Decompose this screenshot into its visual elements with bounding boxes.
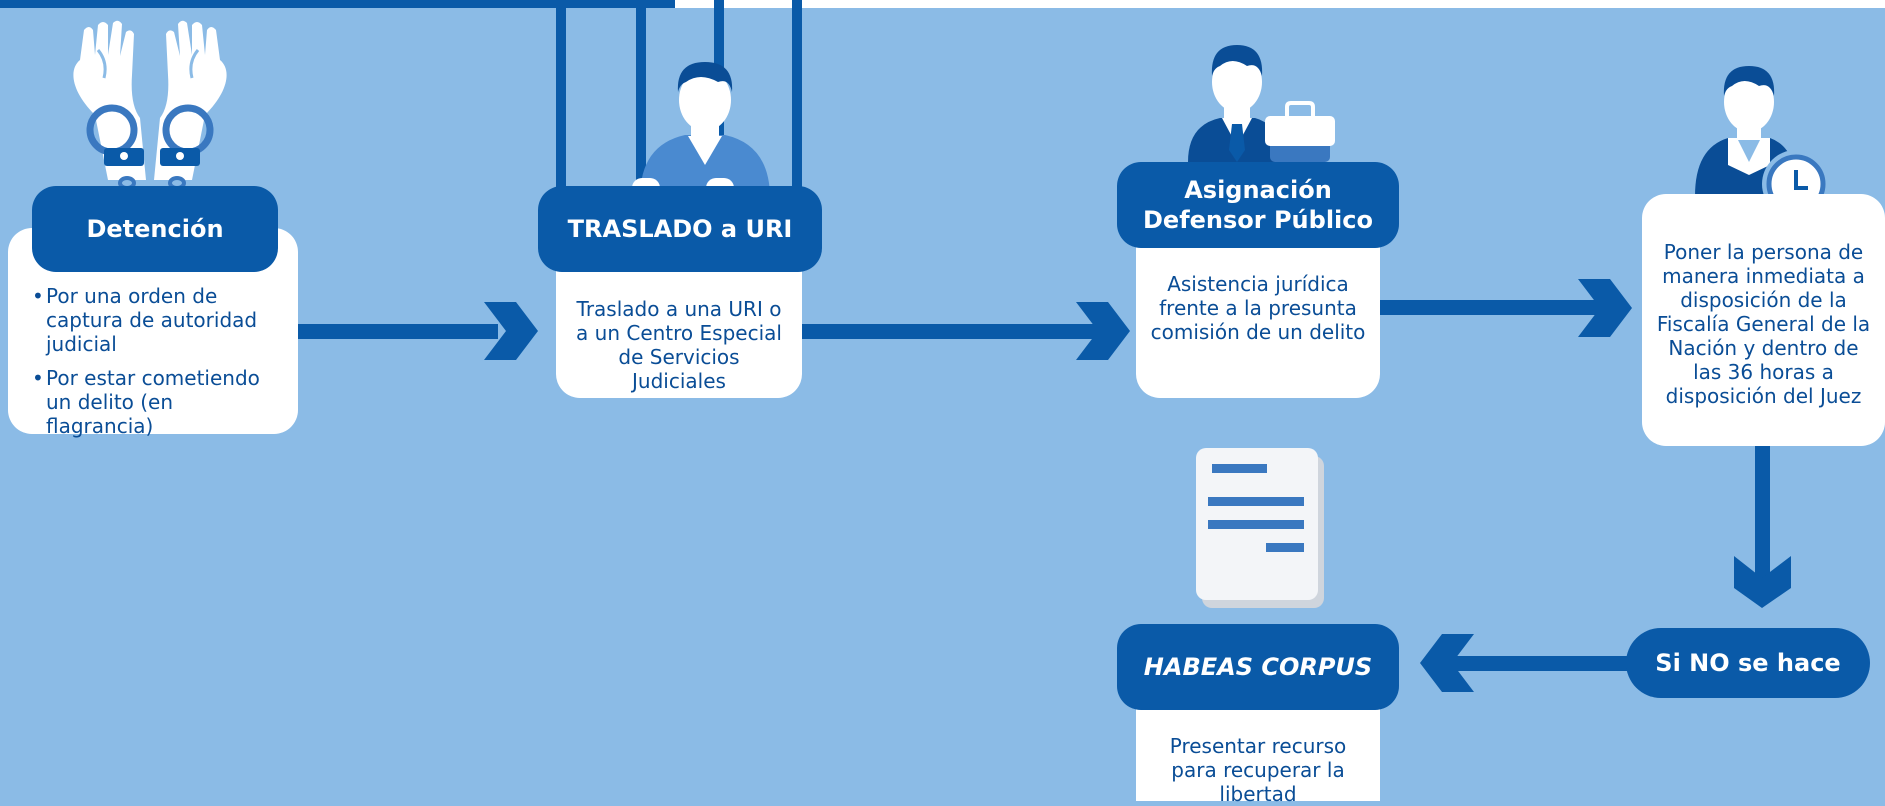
custody-text: Poner la persona de manera inmediata a d… [1656, 240, 1871, 408]
defender-card: Asistencia jurídica frente a la presunta… [1136, 222, 1380, 398]
document-icon [1196, 448, 1324, 608]
detained-person-icon [632, 62, 770, 200]
detention-bullets: Por una orden de captura de autoridad ju… [22, 284, 284, 438]
detention-header: Detención [32, 186, 278, 272]
detention-bullet: Por una orden de captura de autoridad ju… [22, 284, 284, 356]
arrow-right-icon [800, 302, 1130, 360]
transfer-header: TRASLADO a URI [538, 186, 822, 272]
top-bar [0, 0, 675, 8]
defender-text: Asistencia jurídica frente a la presunta… [1150, 272, 1366, 344]
transfer-text: Traslado a una URI o a un Centro Especia… [576, 297, 782, 393]
custody-card: Poner la persona de manera inmediata a d… [1642, 194, 1885, 446]
habeas-corpus-header: HABEAS CORPUS [1117, 624, 1399, 710]
arrow-right-icon [298, 302, 538, 360]
arrow-down-icon [1734, 445, 1791, 608]
public-defender-icon [1188, 45, 1335, 162]
arrow-right-icon [1380, 279, 1632, 337]
habeas-corpus-text: Presentar recurso para recuperar la libe… [1169, 734, 1347, 806]
arrow-left-icon [1420, 634, 1632, 692]
handcuffed-hands-icon [73, 20, 227, 210]
defender-header: Asignación Defensor Público [1117, 162, 1399, 248]
if-not-done-pill: Si NO se hace [1626, 628, 1870, 698]
top-bar-light [675, 0, 1885, 8]
detention-bullet: Por estar cometiendo un delito (en flagr… [22, 366, 284, 438]
